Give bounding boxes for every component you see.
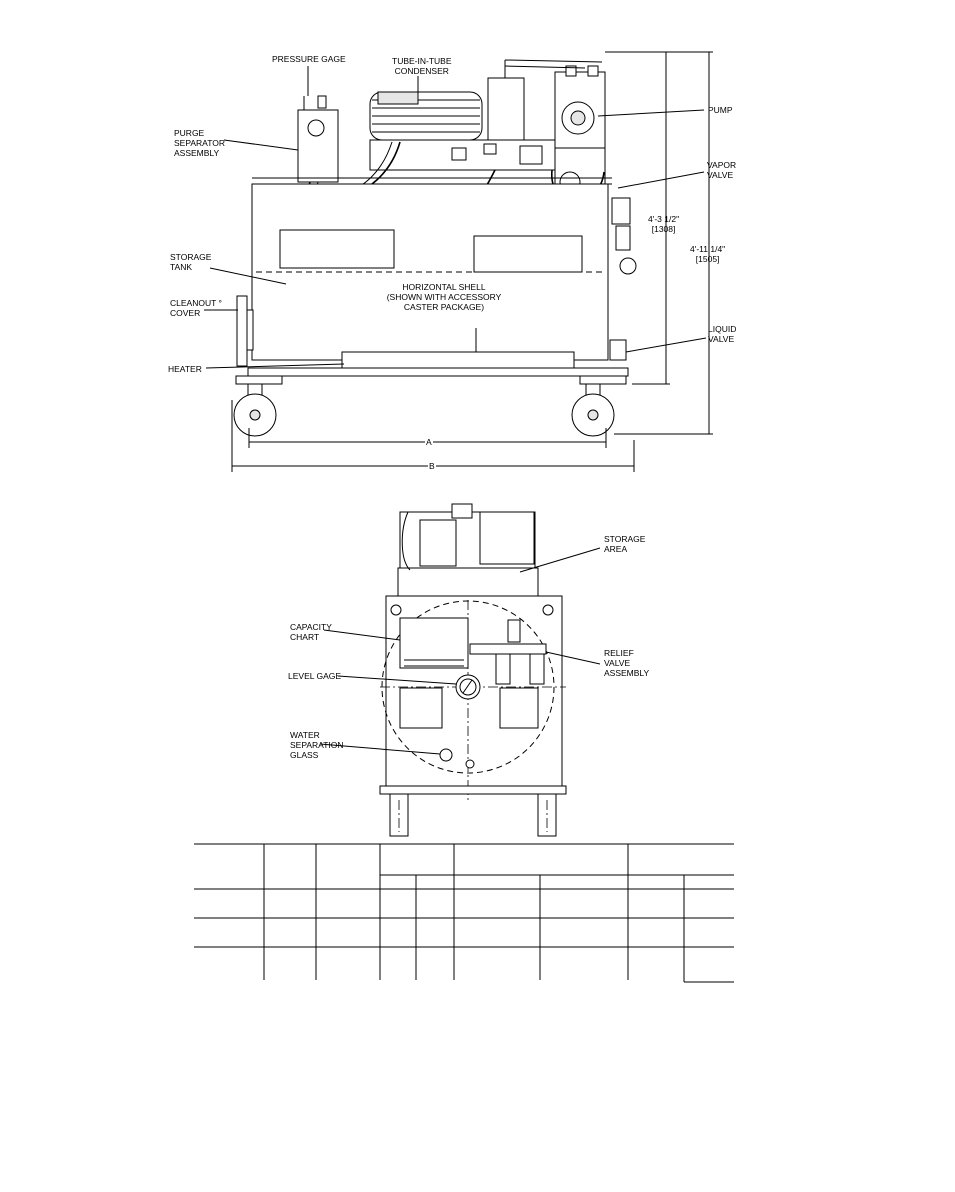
dimension-height-1505: 4'-11 1/4" [1505] [690,244,726,264]
label-horizontal-shell: HORIZONTAL SHELL (SHOWN WITH ACCESSORY C… [386,282,502,312]
label-cleanout-cover: CLEANOUT ° COVER [170,298,222,318]
label-capacity-chart: CAPACITY CHART [290,622,332,642]
label-pressure-gage: PRESSURE GAGE [272,54,346,64]
end-view-diagram [319,503,601,837]
label-pump: PUMP [708,105,733,115]
motor-housing [487,77,525,141]
label-purge-separator: PURGE SEPARATOR ASSEMBLY [174,128,226,158]
label-tube-condenser: TUBE-IN-TUBE CONDENSER [392,56,452,76]
tank-window-right [473,235,583,273]
storage-area [397,567,539,597]
dimension-a: A [425,437,433,447]
purge-separator [297,95,339,183]
caster-left [233,383,277,437]
dimension-height-1308: 4'-3 1/2" [1308] [648,214,680,234]
label-vapor-valve: VAPOR VALVE [707,160,737,180]
label-relief-valve: RELIEF VALVE ASSEMBLY [604,648,650,678]
label-liquid-valve: LIQUID VALVE [708,324,737,344]
label-storage-tank: STORAGE TANK [170,252,212,272]
heater-bar [341,351,575,369]
label-water-separation: WATER SEPARATION GLASS [290,730,344,760]
cleanout-cover [236,295,248,367]
relief-valve-assembly [469,643,547,655]
caster-right [571,383,615,437]
tube-in-tube-condenser [369,91,483,141]
water-separation-glass [439,748,453,762]
label-storage-area: STORAGE AREA [604,534,646,554]
label-heater: HEATER [168,364,202,374]
dimension-b: B [428,461,436,471]
tank-window-left [279,229,395,269]
label-level-gage: LEVEL GAGE [288,671,342,681]
dimension-table-grid [194,843,734,983]
side-view-diagram [204,51,713,472]
